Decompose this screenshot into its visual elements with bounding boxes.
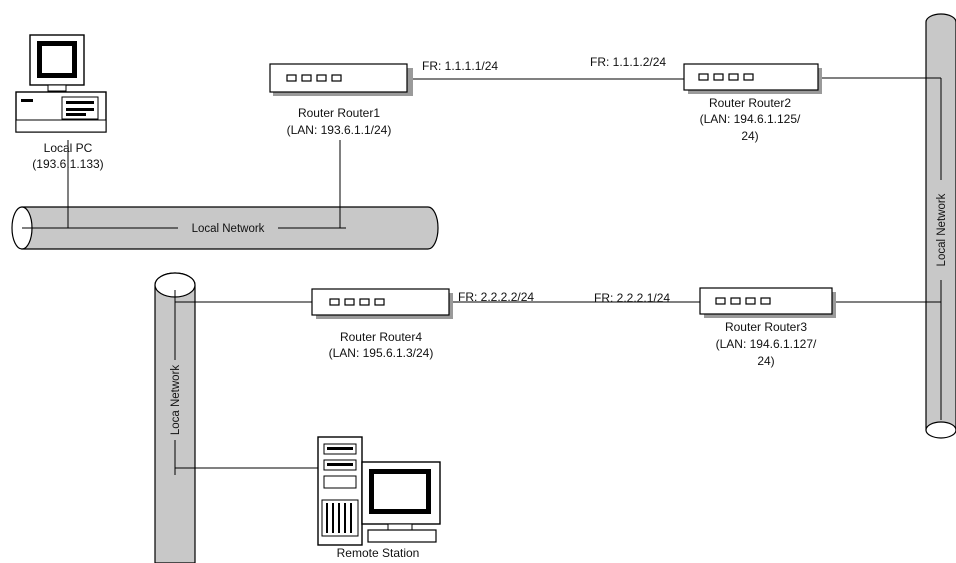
router1-name: Router Router1: [298, 106, 380, 120]
router4-icon[interactable]: [312, 289, 453, 319]
router1-icon[interactable]: [270, 64, 413, 96]
router1-lan: (LAN: 193.6.1.1/24): [287, 123, 392, 137]
local-pc-name: Local PC: [44, 141, 93, 155]
router3-fr: FR: 2.2.2.1/24: [594, 291, 670, 305]
local-network-right-label: Local Network: [936, 193, 948, 266]
router1-fr: FR: 1.1.1.1/24: [422, 59, 498, 73]
router4-name: Router Router4: [340, 330, 422, 344]
router3-lan-line1: (LAN: 194.6.1.127/: [716, 337, 817, 351]
router2-fr: FR: 1.1.1.2/24: [590, 55, 666, 69]
router2-lan-line2: 24): [741, 129, 758, 143]
router4-lan: (LAN: 195.6.1.3/24): [329, 346, 434, 360]
router3-name: Router Router3: [725, 320, 807, 334]
remote-station-name: Remote Station: [337, 546, 420, 560]
remote-station-icon[interactable]: [318, 437, 440, 545]
router3-icon[interactable]: [700, 288, 836, 318]
local-network-top-label: Local Network: [192, 223, 265, 235]
router4-fr: FR: 2.2.2.2/24: [458, 290, 534, 304]
local-pc-icon[interactable]: [16, 35, 106, 132]
router2-name: Router Router2: [709, 96, 791, 110]
router2-icon[interactable]: [684, 64, 822, 94]
loca-network-left-label: Loca Network: [170, 365, 182, 436]
router2-lan-line1: (LAN: 194.6.1.125/: [700, 112, 801, 126]
router3-lan-line2: 24): [757, 354, 774, 368]
local-pc-ip: (193.6.1.133): [32, 157, 103, 171]
